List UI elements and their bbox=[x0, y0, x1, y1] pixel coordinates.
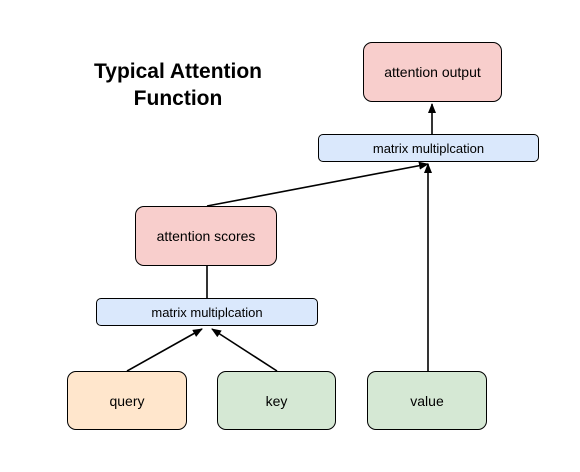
title-line-2: Function bbox=[133, 87, 223, 110]
diagram-title: Typical Attention Function bbox=[70, 58, 286, 112]
node-query-label: query bbox=[109, 392, 145, 409]
node-matrix-multiplication-bottom: matrix multiplcation bbox=[96, 298, 318, 326]
node-attention-scores: attention scores bbox=[135, 206, 277, 266]
node-matrix-multiplication-top-label: matrix multiplcation bbox=[372, 140, 485, 156]
node-attention-output-label: attention output bbox=[384, 64, 481, 80]
node-query: query bbox=[67, 371, 187, 430]
node-matrix-multiplication-top: matrix multiplcation bbox=[318, 134, 539, 162]
node-attention-output: attention output bbox=[363, 42, 502, 102]
edge-key-to-matmul-bottom bbox=[211, 328, 278, 372]
edge-query-to-matmul-bottom bbox=[126, 328, 203, 372]
node-value-label: value bbox=[410, 392, 444, 409]
title-line-1: Typical Attention bbox=[94, 60, 262, 83]
node-matrix-multiplication-bottom-label: matrix multiplcation bbox=[151, 304, 263, 320]
node-value: value bbox=[367, 371, 487, 430]
node-key-label: key bbox=[265, 392, 288, 409]
node-key: key bbox=[217, 371, 336, 430]
node-attention-scores-label: attention scores bbox=[156, 228, 256, 244]
edge-attention-scores-to-matmul-top bbox=[206, 161, 429, 207]
